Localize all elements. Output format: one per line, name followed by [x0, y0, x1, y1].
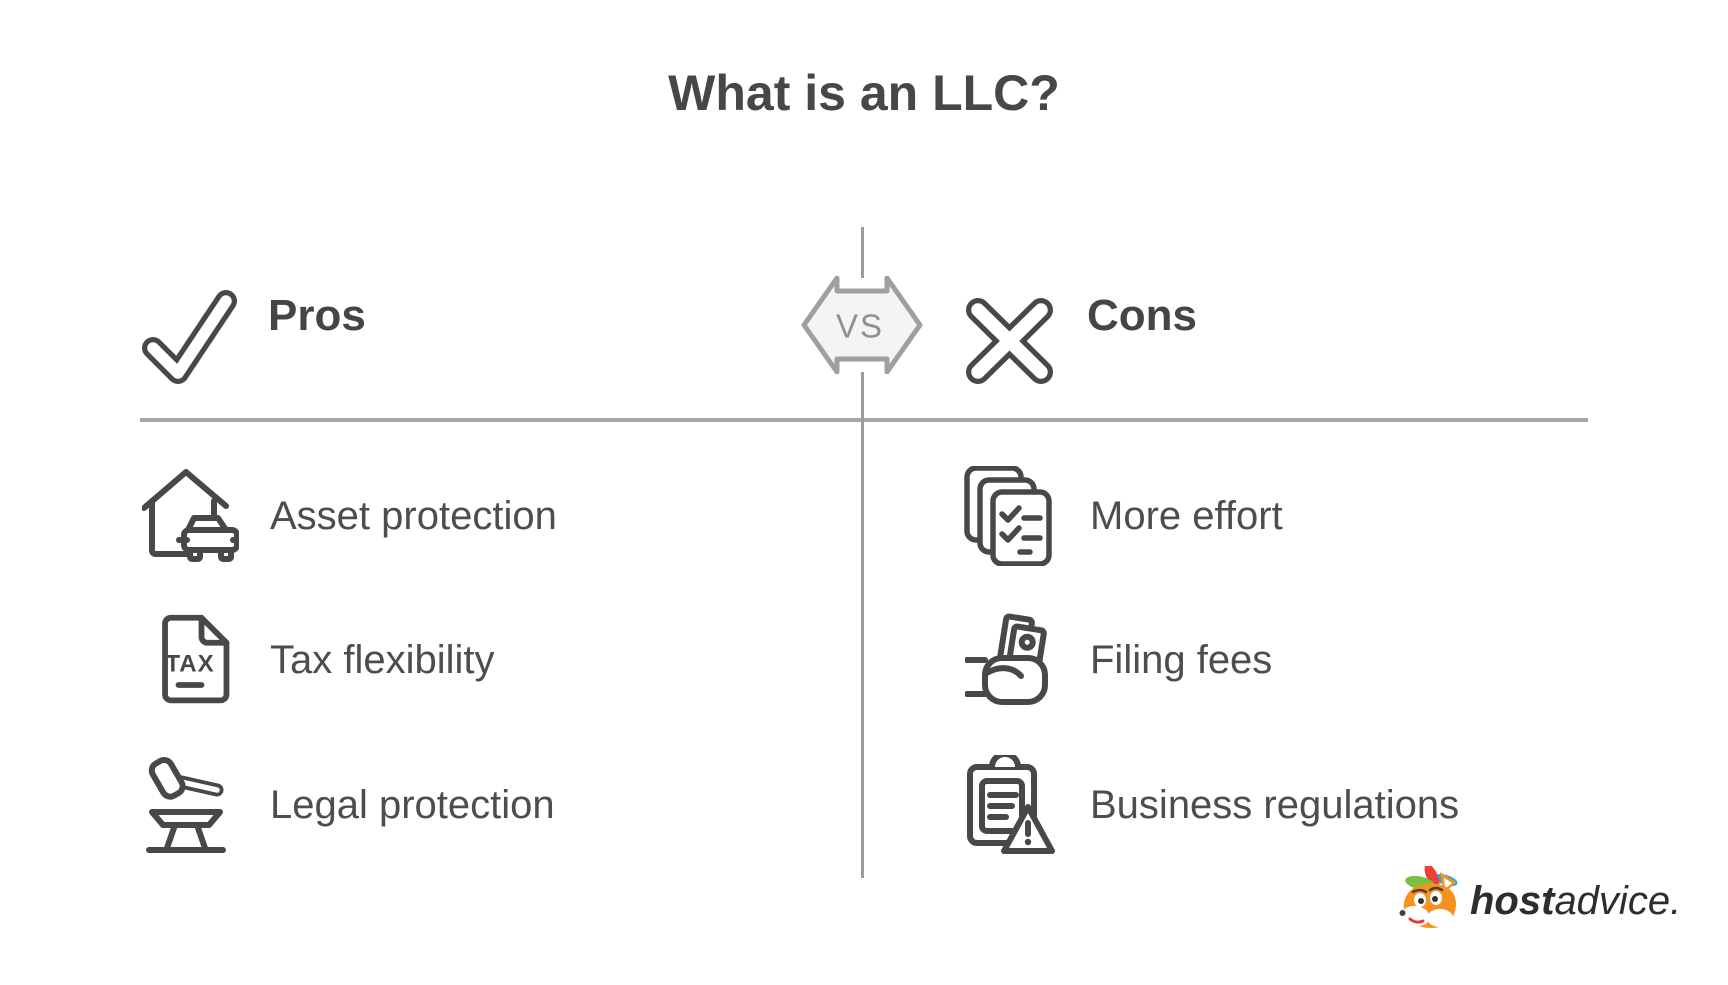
money-in-hand-icon	[960, 608, 1060, 712]
logo-text-advice: advice.	[1554, 879, 1682, 923]
tax-icon-text: TAX	[165, 651, 214, 678]
vertical-divider-bottom	[861, 372, 864, 878]
fox-mascot-icon	[1399, 866, 1458, 928]
cons-item-more-effort: More effort	[960, 464, 1283, 568]
cons-item-filing-fees: Filing fees	[960, 608, 1272, 712]
cons-heading: Cons	[1087, 291, 1197, 340]
cons-header: Cons	[962, 288, 1197, 388]
horizontal-divider	[140, 418, 1588, 422]
logo-wordmark: hostadvice.	[1470, 879, 1681, 923]
pros-item-tax-flexibility: TAX Tax flexibility	[140, 608, 495, 712]
cons-item-label: Business regulations	[1090, 783, 1460, 827]
hostadvice-logo: hostadvice.	[1398, 866, 1681, 936]
page-title: What is an LLC?	[668, 65, 1060, 121]
pros-item-asset-protection: Asset protection	[140, 464, 557, 568]
cons-item-label: Filing fees	[1090, 638, 1273, 682]
stacked-checklists-icon	[960, 464, 1060, 568]
logo-text-host: host	[1470, 879, 1555, 923]
pros-item-legal-protection: Legal protection	[140, 753, 555, 857]
pros-item-label: Legal protection	[270, 783, 555, 827]
pros-item-label: Tax flexibility	[270, 638, 495, 682]
cross-icon	[966, 298, 1053, 384]
pros-item-label: Asset protection	[270, 494, 557, 538]
pros-header: Pros	[140, 288, 366, 388]
pros-heading: Pros	[268, 291, 366, 340]
double-arrow-icon: VS	[801, 276, 923, 374]
cons-item-label: More effort	[1090, 494, 1283, 538]
tax-document-icon: TAX	[140, 608, 240, 712]
vs-label: VS	[836, 308, 884, 345]
cons-item-business-regulations: Business regulations	[960, 753, 1459, 857]
house-car-icon	[140, 464, 240, 568]
gavel-icon	[140, 753, 240, 857]
vs-badge: VS	[801, 276, 923, 374]
vertical-divider-top	[861, 227, 864, 278]
check-icon	[142, 290, 237, 384]
clipboard-warning-icon	[960, 753, 1060, 857]
